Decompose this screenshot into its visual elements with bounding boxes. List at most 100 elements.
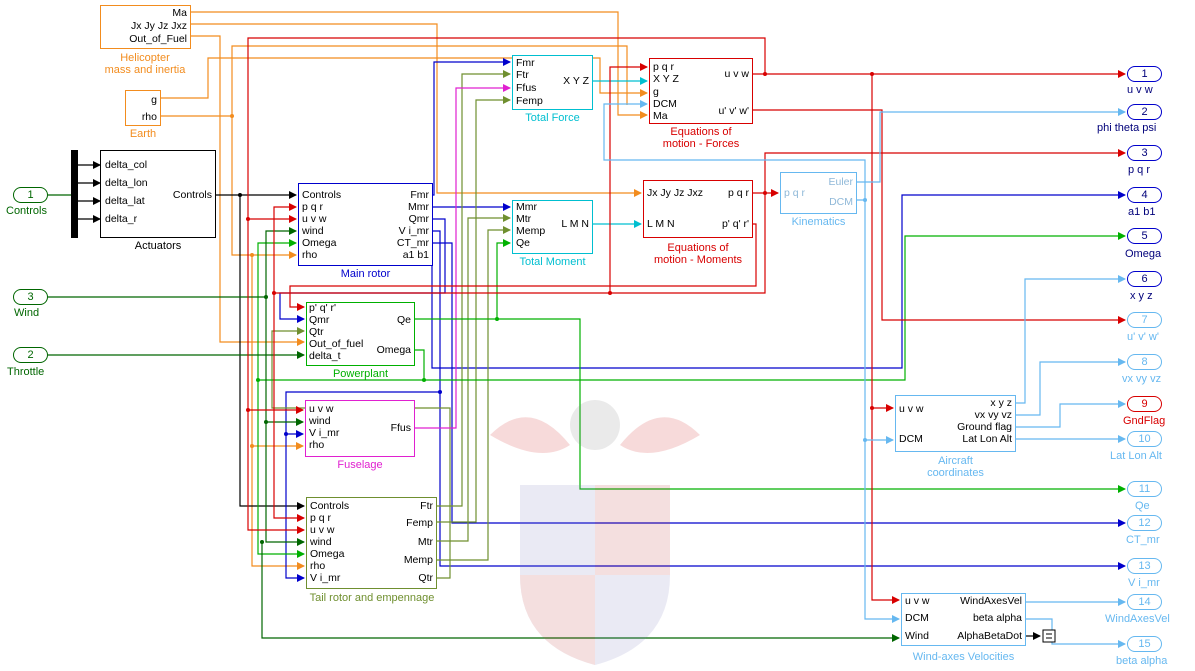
eom-forces-block[interactable]: p q r X Y Z g DCM Ma u v w u' v' w' [649, 58, 753, 124]
inport-controls[interactable]: 1 [13, 187, 48, 203]
tail-rotor-block[interactable]: Controls p q r u v w wind Omega rho V i_… [306, 497, 437, 589]
inport-wind[interactable]: 3 [13, 289, 48, 305]
outport-14-label: WindAxesVel [1105, 613, 1170, 625]
total-moment-block[interactable]: Mmr Mtr Memp Qe L M N [512, 200, 593, 254]
port-tail-rho: rho [310, 561, 325, 572]
outport-15[interactable]: 15 [1127, 636, 1162, 652]
total-moment-label: Total Moment [500, 256, 605, 268]
port-mmr-in: Mmr [516, 202, 537, 213]
main-rotor-label: Main rotor [298, 268, 433, 280]
outport-14[interactable]: 14 [1127, 594, 1162, 610]
port-pqrdot-out: p' q' r' [722, 219, 749, 230]
outport-2[interactable]: 2 [1127, 104, 1162, 120]
port-fus-uvw: u v w [309, 404, 334, 415]
port-wa-uvw: u v w [905, 596, 930, 607]
port-qtr-out: Qtr [418, 573, 433, 584]
eom-forces-label: Equations of motion - Forces [636, 126, 766, 150]
port-ftr-out: Ftr [420, 501, 433, 512]
port-qmr-in: Qmr [309, 315, 329, 326]
wire-fmr [432, 62, 510, 195]
port-ac-gnd: Ground flag [957, 422, 1012, 433]
total-force-block[interactable]: Fmr Ftr Ffus Femp X Y Z [512, 55, 593, 110]
port-controls-in: Controls [302, 190, 341, 201]
port-kin-pqr: p q r [784, 188, 805, 199]
port-tail-controls: Controls [310, 501, 349, 512]
port-inertia-in: Jx Jy Jz Jxz [647, 188, 703, 199]
port-qmr-out: Qmr [409, 214, 429, 225]
eom-moments-block[interactable]: Jx Jy Jz Jxz L M N p q r p' q' r' [643, 180, 753, 238]
outport-15-label: beta alpha [1116, 655, 1167, 667]
outport-10-label: Lat Lon Alt [1110, 450, 1162, 462]
port-delta-r: delta_r [105, 214, 137, 225]
inport-throttle[interactable]: 2 [13, 347, 48, 363]
outport-9[interactable]: 9 [1127, 396, 1162, 412]
outport-11[interactable]: 11 [1127, 481, 1162, 497]
port-pqrdot-in: p' q' r' [309, 303, 336, 314]
earth-block[interactable]: g rho [125, 90, 161, 126]
port-ftr: Ftr [516, 70, 529, 81]
aircraft-coordinates-label: Aircraft coordinates [895, 455, 1016, 479]
outport-1[interactable]: 1 [1127, 66, 1162, 82]
port-jx: Jx Jy Jz Jxz [131, 21, 187, 32]
port-ac-uvw: u v w [899, 404, 924, 415]
port-qe-out: Qe [397, 315, 411, 326]
port-lmn-in: L M N [647, 219, 675, 230]
fuselage-label: Fuselage [305, 459, 415, 471]
main-rotor-block[interactable]: Controls p q r u v w wind Omega rho Fmr … [298, 183, 433, 266]
port-pqr-in: p q r [302, 202, 323, 213]
wire-xyz-out [1015, 279, 1125, 403]
outport-12[interactable]: 12 [1127, 515, 1162, 531]
port-tail-omega: Omega [310, 549, 344, 560]
port-wa-dcm: DCM [905, 613, 929, 624]
actuators-block[interactable]: delta_col delta_lon delta_lat delta_r Co… [100, 150, 216, 238]
mux-bar [71, 150, 78, 238]
port-tail-uvw: u v w [310, 525, 335, 536]
outport-8[interactable]: 8 [1127, 354, 1162, 370]
earth-label: Earth [113, 128, 173, 140]
port-uvw-out: u v w [724, 69, 749, 80]
inport-wind-label: Wind [14, 307, 39, 319]
port-dcm: DCM [653, 99, 677, 110]
port-delta-lon: delta_lon [105, 178, 148, 189]
outport-7-label: u' v' w' [1127, 331, 1159, 343]
outport-13-label: V i_mr [1128, 577, 1160, 589]
port-ffus: Ffus [516, 83, 536, 94]
fuselage-block[interactable]: u v w wind V i_mr rho Ffus [305, 400, 415, 457]
port-out-of-fuel: Out_of_Fuel [129, 34, 187, 45]
outport-5[interactable]: 5 [1127, 228, 1162, 244]
port-delta-col: delta_col [105, 160, 147, 171]
port-fus-vimr: V i_mr [309, 428, 339, 439]
port-memp-out: Memp [404, 555, 433, 566]
powerplant-block[interactable]: p' q' r' Qmr Qtr Out_of_fuel delta_t Qe … [306, 302, 415, 366]
outport-3[interactable]: 3 [1127, 145, 1162, 161]
port-wa-wind: Wind [905, 631, 929, 642]
port-deltat-in: delta_t [309, 351, 341, 362]
port-pqr-out: p q r [728, 188, 749, 199]
port-ma-in: Ma [653, 111, 668, 122]
eom-moments-label: Equations of motion - Moments [633, 242, 763, 266]
wire-euler [856, 112, 1125, 182]
kinematics-block[interactable]: p q r Euler DCM [780, 172, 857, 214]
port-ac-xyz: x y z [990, 398, 1012, 409]
wind-axes-block[interactable]: u v w DCM Wind WindAxesVel beta alpha Al… [901, 593, 1026, 646]
port-xyz-out: X Y Z [563, 76, 589, 87]
outport-4[interactable]: 4 [1127, 187, 1162, 203]
outport-11-label: Qe [1135, 500, 1150, 512]
outport-7[interactable]: 7 [1127, 312, 1162, 328]
outport-13[interactable]: 13 [1127, 558, 1162, 574]
outport-10[interactable]: 10 [1127, 431, 1162, 447]
outport-6[interactable]: 6 [1127, 271, 1162, 287]
port-vimr-out: V i_mr [399, 226, 429, 237]
powerplant-label: Powerplant [306, 368, 415, 380]
port-ac-vel: vx vy vz [975, 410, 1012, 421]
outport-12-label: CT_mr [1126, 534, 1160, 546]
outport-6-label: x y z [1130, 290, 1153, 302]
wind-axes-label: Wind-axes Velocities [891, 651, 1036, 663]
port-fmr-out: Fmr [410, 190, 429, 201]
port-memp-in: Memp [516, 226, 545, 237]
port-fuel-in: Out_of_fuel [309, 339, 363, 350]
aircraft-coordinates-block[interactable]: u v w DCM x y z vx vy vz Ground flag Lat… [895, 395, 1016, 452]
port-wa-dot: AlphaBetaDot [957, 631, 1022, 642]
helicopter-block[interactable]: Ma Jx Jy Jz Jxz Out_of_Fuel [100, 5, 191, 49]
port-omega-out: Omega [377, 345, 411, 356]
